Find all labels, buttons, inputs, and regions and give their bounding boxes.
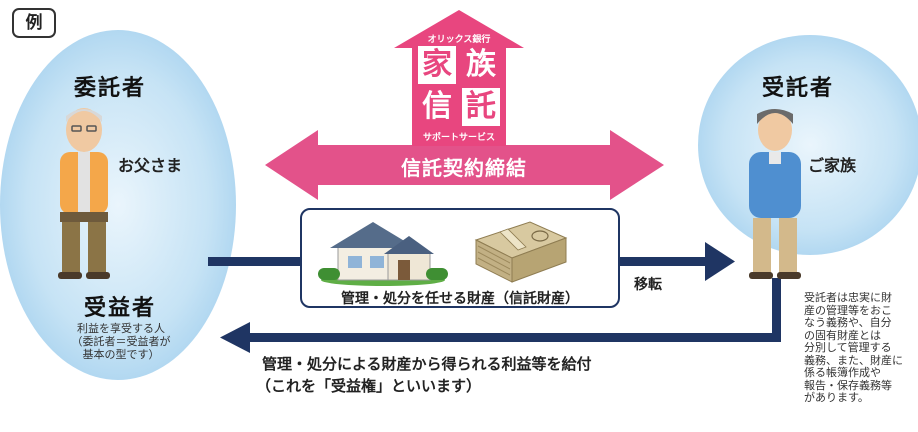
settlor-person-label: お父さま xyxy=(118,156,183,175)
benefit-arrow-vertical xyxy=(772,278,781,342)
logo-char-4: 託 xyxy=(462,88,500,126)
beneficiary-description: 利益を享受する人 （委託者＝受益者が 基本の型です） xyxy=(56,322,186,361)
transfer-arrow-right-segment xyxy=(620,257,715,266)
contract-label: 信託契約締結 xyxy=(401,156,527,180)
example-tag: 例 xyxy=(12,8,56,38)
trust-property-label: 管理・処分を任せる財産（信託財産） xyxy=(341,291,579,307)
note-line-1: 受託者は忠実に財 xyxy=(804,292,892,304)
beneficiary-desc-line-2: （委託者＝受益者が xyxy=(71,335,171,348)
benefit-arrow-horizontal xyxy=(245,333,781,342)
trustee-figure-icon xyxy=(749,109,801,279)
logo-char-3: 信 xyxy=(418,88,456,126)
father-figure-icon xyxy=(58,108,110,279)
family-trust-logo: オリックス銀行 家 族 信 託 サポートサービス xyxy=(392,8,526,148)
transfer-arrow-left-segment xyxy=(208,257,303,266)
benefit-arrow-head xyxy=(220,322,250,353)
trustee-role: 受託者 xyxy=(762,76,835,101)
logo-char-1: 家 xyxy=(418,46,456,84)
note-line-6: 義務、また、財産に xyxy=(804,353,903,367)
note-line-5: 分別して管理する xyxy=(804,341,892,354)
transfer-arrow-head xyxy=(705,242,735,281)
beneficiary-desc-line-3: 基本の型です） xyxy=(82,348,160,361)
benefit-text-line-1: 管理・処分による財産から得られる利益等を給付 xyxy=(262,355,592,373)
logo-subtitle: サポートサービス xyxy=(422,133,495,143)
beneficiary-role: 受益者 xyxy=(84,296,157,321)
note-line-8: 報告・保存義務等 xyxy=(804,378,892,392)
settlor-ellipse xyxy=(0,30,236,380)
trustee-person-label: ご家族 xyxy=(808,156,857,175)
logo-house-icon xyxy=(394,10,524,146)
benefit-text-line-2: （これを「受益権」といいます） xyxy=(256,377,482,395)
transfer-label: 移転 xyxy=(634,277,662,293)
money-stack-icon xyxy=(474,221,568,283)
note-line-9: があります。 xyxy=(804,391,869,404)
contract-arrow xyxy=(265,130,664,200)
note-line-7: 係る帳簿作成や xyxy=(804,366,881,379)
note-line-3: なう義務や、自分 xyxy=(804,316,892,329)
settlor-role: 委託者 xyxy=(74,76,147,101)
logo-bank-name: オリックス銀行 xyxy=(427,35,491,45)
beneficiary-desc-line-1: 利益を享受する人 xyxy=(77,322,165,335)
note-line-2: 産の管理等をおこ xyxy=(804,303,892,317)
note-line-4: の固有財産とは xyxy=(804,328,881,342)
trustee-duties-note: 受託者は忠実に財 産の管理等をおこ なう義務や、自分 の固有財産とは 分別して管… xyxy=(804,292,918,405)
house-icon xyxy=(318,222,448,286)
logo-char-2: 族 xyxy=(462,46,500,84)
